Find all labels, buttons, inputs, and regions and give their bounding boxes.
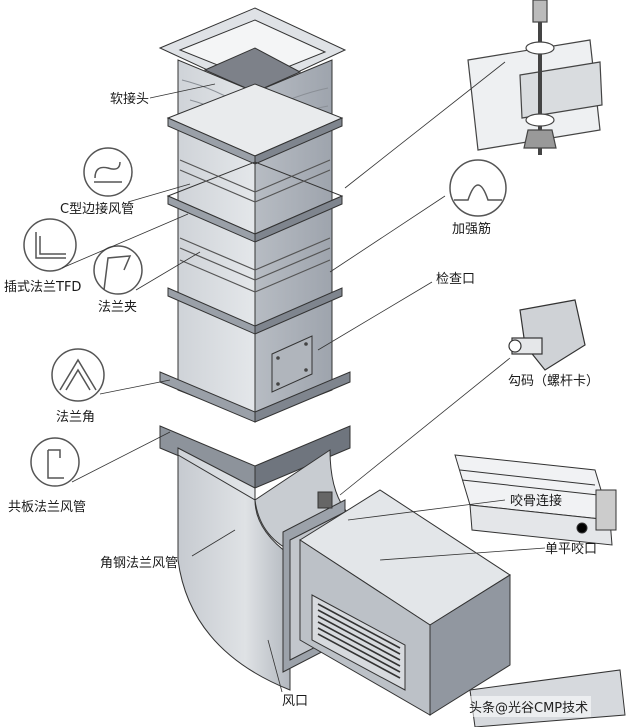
duct-stack [158, 7, 351, 506]
flange-clip-icon [93, 245, 143, 295]
inspection-port-panel [271, 335, 313, 393]
watermark: 头条@光谷CMP技术 [466, 696, 592, 717]
leader-lines [61, 61, 546, 693]
label-soft-joint: 软接头 [110, 92, 150, 107]
label-common-board-flange-duct: 共板法兰风管 [8, 500, 87, 515]
label-angle-steel-flange-duct: 角钢法兰风管 [100, 556, 179, 571]
label-flange-clip: 法兰夹 [98, 300, 138, 315]
stiffener-icon [449, 159, 507, 217]
hook-clamp-detail [508, 299, 586, 371]
hook-clamp-mounted [317, 491, 333, 509]
flange-frames [159, 83, 351, 489]
label-pittsburgh-seam: 咬骨连接 [510, 494, 563, 509]
insert-flange-icon [23, 218, 77, 272]
label-insert-flange-tfd: 插式法兰TFD [4, 280, 82, 295]
label-air-outlet: 风口 [282, 694, 309, 709]
label-hook-code: 勾码（螺杆卡） [508, 374, 600, 389]
common-board-flange-icon [30, 437, 80, 487]
flange-corner-icon [51, 348, 105, 402]
c-type-duct-icon [83, 147, 133, 197]
elbow-duct [177, 449, 511, 716]
callout-icons [23, 147, 507, 487]
label-single-flat-seam: 单平咬口 [545, 542, 598, 557]
label-flange-corner: 法兰角 [56, 410, 96, 425]
label-c-type-duct: C型边接风管 [60, 202, 135, 217]
label-inspection-port: 检查口 [436, 272, 476, 287]
label-stiffener: 加强筋 [452, 222, 492, 237]
bolt-detail [467, 0, 603, 155]
